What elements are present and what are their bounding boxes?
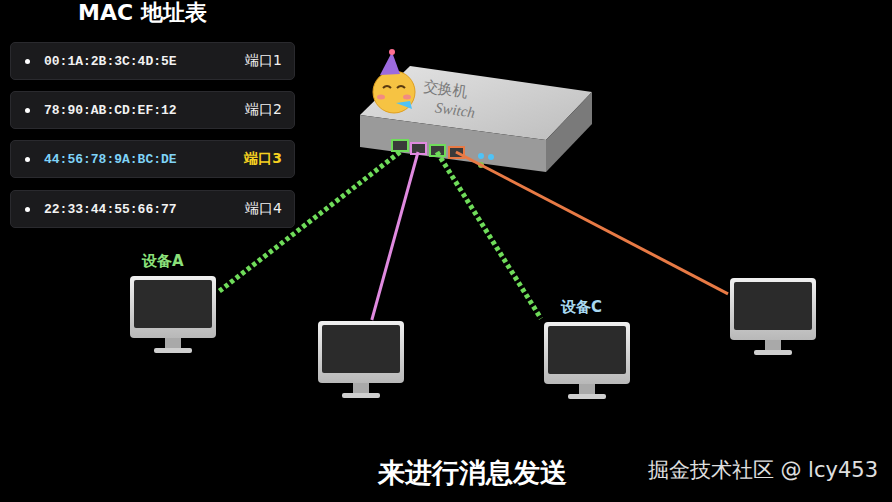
computer-device: 设备A	[128, 252, 218, 355]
table-title: MAC 地址表	[78, 0, 207, 28]
bullet-dot	[25, 59, 30, 64]
computer-monitor	[128, 275, 218, 355]
bullet-dot	[25, 207, 30, 212]
switch-ports	[392, 140, 464, 158]
computer-device: 设备C	[541, 298, 633, 401]
mac-table-row: 22:33:44:55:66:77 端口4	[10, 190, 295, 228]
port-name: 端口3	[244, 150, 282, 168]
network-cable	[456, 152, 728, 294]
computer-monitor	[541, 321, 633, 401]
switch-brand: Switch	[434, 99, 476, 121]
network-cable	[437, 152, 541, 319]
port-name: 端口1	[245, 52, 282, 70]
device-label: 设备C	[541, 298, 633, 317]
computer-monitor	[316, 320, 406, 400]
watermark: 掘金技术社区 @ lcy453	[648, 456, 878, 484]
bullet-dot	[25, 108, 30, 113]
mac-address: 00:1A:2B:3C:4D:5E	[44, 54, 177, 69]
switch-box: 交换机Switch	[355, 66, 592, 152]
mac-table-row: 00:1A:2B:3C:4D:5E 端口1	[10, 42, 295, 80]
computer-device	[728, 277, 818, 357]
mac-table-row: 78:90:AB:CD:EF:12 端口2	[10, 91, 295, 129]
mac-address: 22:33:44:55:66:77	[44, 202, 177, 217]
device-label: 设备A	[128, 252, 218, 271]
mac-address: 44:56:78:9A:BC:DE	[44, 152, 177, 167]
mac-table-row: 44:56:78:9A:BC:DE 端口3	[10, 140, 295, 178]
network-cable	[372, 152, 418, 320]
party-emoji	[373, 49, 415, 113]
subtitle-caption: 来进行消息发送	[378, 455, 567, 491]
computer-device	[316, 320, 406, 400]
port-name: 端口2	[245, 101, 282, 119]
switch-side	[546, 92, 592, 172]
bullet-dot	[25, 157, 30, 162]
computer-monitor	[728, 277, 818, 357]
switch-name: 交换机	[422, 77, 469, 102]
mac-address: 78:90:AB:CD:EF:12	[44, 103, 177, 118]
port-name: 端口4	[245, 200, 282, 218]
